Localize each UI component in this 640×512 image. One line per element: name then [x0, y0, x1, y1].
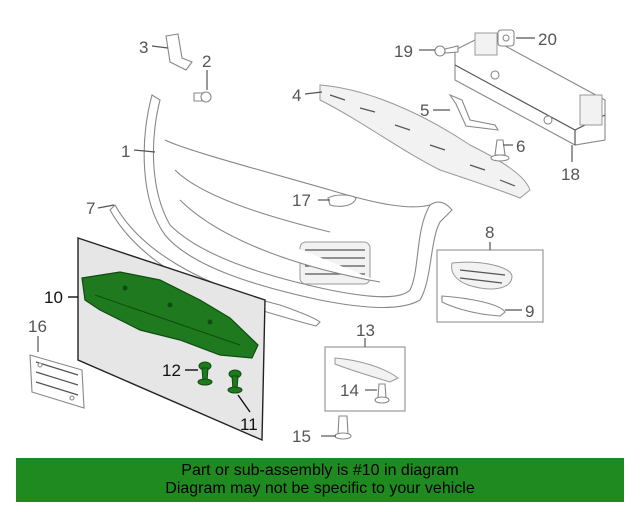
callout-8: 8: [485, 223, 494, 242]
callout-3: 3: [139, 38, 148, 57]
callout-1: 1: [121, 142, 130, 161]
callout-4: 4: [292, 86, 301, 105]
reinforcement-bar-part[interactable]: [454, 32, 606, 146]
callout-7: 7: [86, 199, 95, 218]
callout-15: 15: [292, 427, 311, 446]
screw-part[interactable]: [193, 91, 212, 103]
push-pin-part[interactable]: [490, 139, 510, 162]
tow-hook-cover-group-box[interactable]: [324, 346, 406, 412]
callout-5: 5: [420, 101, 429, 120]
callout-13: 13: [356, 321, 375, 340]
bracket-part[interactable]: [448, 93, 500, 131]
undertray-fastener-12-part[interactable]: [197, 361, 213, 386]
banner-line-part-number: Part or sub-assembly is #10 in diagram: [181, 462, 459, 479]
callout-11: 11: [240, 415, 258, 434]
info-banner: Part or sub-assembly is #10 in diagram D…: [16, 458, 624, 502]
mount-bracket-part[interactable]: [165, 33, 193, 71]
callout-19: 19: [394, 42, 413, 61]
callout-9: 9: [525, 302, 534, 321]
small-clip-part[interactable]: [327, 194, 357, 207]
callout-18: 18: [561, 165, 580, 184]
callout-17: 17: [292, 191, 311, 210]
energy-absorber-part[interactable]: [319, 84, 531, 199]
callout-10: 10: [44, 288, 63, 307]
bumper-cover-part[interactable]: [143, 94, 453, 309]
callout-6: 6: [516, 137, 525, 156]
clip-part[interactable]: [497, 29, 515, 47]
banner-line-disclaimer: Diagram may not be specific to your vehi…: [165, 480, 475, 497]
license-plate-bracket-part[interactable]: [29, 354, 85, 409]
undertray-highlight-part[interactable]: [77, 237, 266, 442]
callout-14: 14: [340, 381, 359, 400]
callout-12: 12: [162, 361, 181, 380]
fog-lamp-group-box[interactable]: [436, 249, 544, 323]
bolt-part[interactable]: [434, 45, 459, 57]
callout-20: 20: [538, 30, 557, 49]
parts-diagram: 1 2 3 4 5 6 7 8 9 10 11 12 13 14 15 16 1…: [28, 29, 606, 446]
undertray-fastener-11-part[interactable]: [227, 369, 243, 394]
callout-2: 2: [202, 52, 211, 71]
callout-16: 16: [28, 317, 47, 336]
fastener-15-part[interactable]: [334, 415, 352, 440]
